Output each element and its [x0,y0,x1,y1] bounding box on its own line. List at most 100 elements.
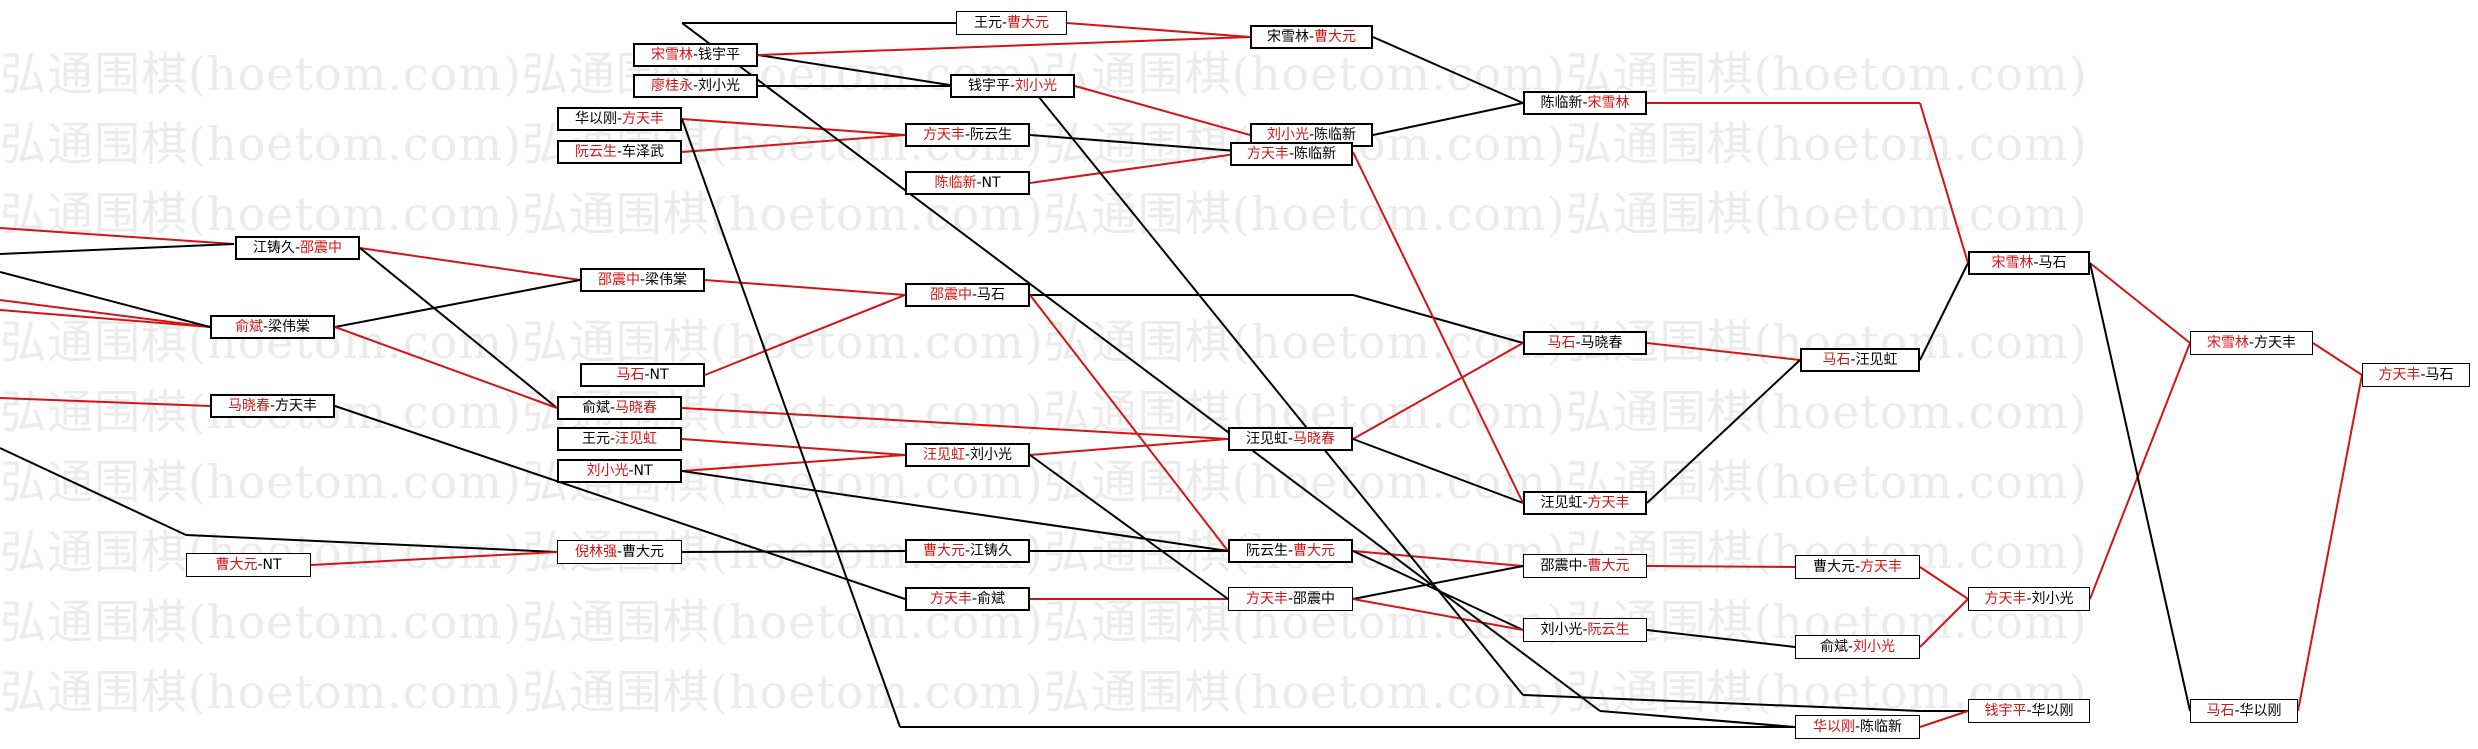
separator: - [2033,255,2039,271]
match-box[interactable]: 阮云生-曹大元 [1228,539,1353,563]
match-box[interactable]: 马石-马晓春 [1523,331,1647,355]
separator: - [971,591,978,607]
match-box[interactable]: 曹大元-NT [186,553,311,577]
connector-line [1646,565,1796,568]
player-b: 汪见虹 [615,431,658,447]
match-box[interactable]: 俞斌-马晓春 [557,396,682,420]
separator: - [976,175,982,191]
connector-line [681,470,1229,552]
connector-line [1646,342,1801,361]
match-box[interactable]: 马石-NT [580,363,705,387]
match-box[interactable]: 俞斌-梁伟棠 [210,315,335,339]
connector-line [0,227,235,245]
player-a: 邵震中 [1540,558,1583,574]
separator: - [964,447,971,463]
match-box[interactable]: 宋雪林-方天丰 [2190,331,2313,355]
match-box[interactable]: 江铸久-邵震中 [235,236,360,260]
player-b: 曹大元 [622,544,665,560]
player-a: 曹大元 [1812,559,1855,575]
separator: - [1847,639,1854,655]
match-box[interactable]: 华以刚-方天丰 [557,107,682,131]
player-a: 汪见虹 [1245,431,1288,447]
match-box[interactable]: 方天丰-俞斌 [905,587,1030,611]
match-box[interactable]: 倪林强-曹大元 [557,540,682,564]
match-box[interactable]: 马石-华以刚 [2190,699,2298,723]
player-b: 方天丰 [2254,335,2297,351]
match-box[interactable]: 曹大元-方天丰 [1795,555,1920,579]
match-box[interactable]: 阮云生-车泽武 [557,140,682,164]
match-box[interactable]: 宋雪林-马石 [1968,251,2090,275]
separator: - [609,400,616,416]
match-box[interactable]: 刘小光-阮云生 [1523,618,1647,642]
match-box[interactable]: 钱宇平-刘小光 [950,74,1075,98]
player-a: 陈临新 [1540,95,1583,111]
match-box[interactable]: 马石-汪见虹 [1800,348,1920,372]
separator: - [628,463,634,479]
player-a: 钱宇平 [1984,703,2027,719]
player-a: 陈临新 [934,175,977,191]
match-box[interactable]: 陈临新-宋雪林 [1523,91,1647,115]
connector-line [1919,598,1969,648]
match-box[interactable]: 方天丰-刘小光 [1968,587,2090,611]
match-box[interactable]: 华以刚-陈临新 [1795,715,1920,739]
match-box[interactable]: 汪见虹-方天丰 [1523,491,1647,515]
player-a: 汪见虹 [922,447,965,463]
player-a: 马石 [1822,352,1851,368]
match-box[interactable]: 宋雪林-钱宇平 [633,43,758,67]
player-a: 倪林强 [574,544,617,560]
connector-line [1352,598,1524,631]
match-box[interactable]: 刘小光-NT [557,459,682,483]
connector-line [757,54,957,87]
player-a: 方天丰 [1246,146,1289,162]
match-box[interactable]: 马晓春-方天丰 [210,394,335,418]
connector-line [359,247,581,281]
player-b: 马石 [2038,255,2067,271]
connector-line [334,279,581,328]
connector-line [1352,438,1524,504]
match-box[interactable]: 方天丰-阮云生 [905,123,1030,147]
separator: - [964,127,971,143]
player-a: 邵震中 [929,287,972,303]
player-a: 马石 [1547,335,1576,351]
match-box[interactable]: 王元-汪见虹 [557,427,682,451]
match-box[interactable]: 汪见虹-刘小光 [905,443,1030,467]
player-b: 曹大元 [1314,29,1357,45]
match-box[interactable]: 方天丰-马石 [2362,363,2470,387]
connector-line [0,271,211,328]
player-b: 邵震中 [1293,591,1336,607]
player-b: 方天丰 [1587,495,1630,511]
match-box[interactable]: 方天丰-陈临新 [1230,142,1353,166]
player-a: 马石 [2206,703,2235,719]
match-box[interactable]: 陈临新-NT [905,171,1030,195]
match-box[interactable]: 方天丰-邵震中 [1228,587,1353,611]
match-box[interactable]: 曹大元-江铸久 [905,539,1030,563]
match-box[interactable]: 邵震中-马石 [905,283,1030,307]
player-b: 车泽武 [622,144,665,160]
connector-line [1919,710,1969,728]
connector-line [1919,262,1969,361]
player-b: 刘小光 [698,78,741,94]
player-b: 马石 [977,287,1006,303]
player-a: 宋雪林 [650,47,693,63]
player-b: 江铸久 [970,543,1013,559]
match-box[interactable]: 宋雪林-曹大元 [1250,25,1373,49]
player-b: 马石 [2425,367,2454,383]
match-box[interactable]: 邵震中-梁伟棠 [580,268,705,292]
connector-line [334,405,906,600]
separator: - [616,144,623,160]
match-box[interactable]: 钱宇平-华以刚 [1968,699,2090,723]
match-box[interactable]: 廖桂永-刘小光 [633,74,758,98]
player-b: 方天丰 [622,111,665,127]
match-box[interactable]: 汪见虹-马晓春 [1228,427,1353,451]
player-a: 汪见虹 [1540,495,1583,511]
match-box[interactable]: 邵震中-曹大元 [1523,554,1647,578]
connector-line [359,247,558,409]
player-b: 曹大元 [1293,543,1336,559]
match-box[interactable]: 俞斌-刘小光 [1795,635,1920,659]
connector-line [0,309,211,328]
separator: - [639,272,646,288]
connector-line [1372,36,1524,104]
match-box[interactable]: 王元-曹大元 [956,11,1067,35]
player-a: 俞斌 [234,319,263,335]
